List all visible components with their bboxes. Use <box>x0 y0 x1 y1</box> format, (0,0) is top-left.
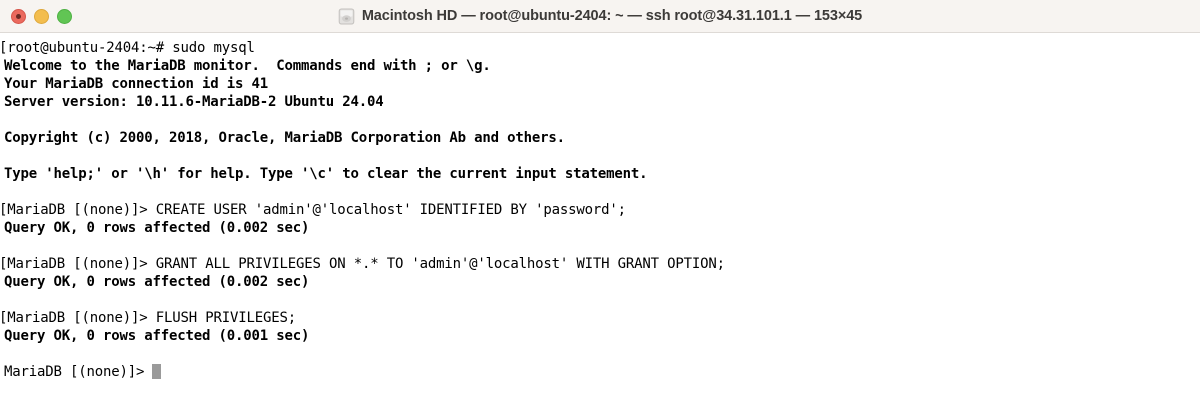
line-text: Server version: 10.11.6-MariaDB-2 Ubuntu… <box>4 94 384 110</box>
close-button[interactable] <box>11 8 26 24</box>
line-text: Your MariaDB connection id is 41 <box>4 76 268 92</box>
title-bar-center: Macintosh HD — root@ubuntu-2404: ~ — ssh… <box>0 0 1200 32</box>
zoom-button[interactable] <box>57 8 72 24</box>
line-blank-3 <box>0 183 1200 201</box>
window-controls <box>11 0 72 32</box>
window-title: Macintosh HD — root@ubuntu-2404: ~ — ssh… <box>361 8 863 24</box>
line-text: Welcome to the MariaDB monitor. Commands… <box>4 58 491 74</box>
line-cmd-flush: [MariaDB [(none)]> FLUSH PRIVILEGES; <box>0 309 1200 327</box>
line-text: root@ubuntu-2404:~# sudo mysql <box>7 40 255 56</box>
line-blank-4 <box>0 237 1200 255</box>
minimize-button[interactable] <box>34 8 49 24</box>
line-blank-2 <box>0 147 1200 165</box>
line-copyright: Copyright (c) 2000, 2018, Oracle, MariaD… <box>0 129 1200 147</box>
line-welcome: Welcome to the MariaDB monitor. Commands… <box>0 57 1200 75</box>
line-text: MariaDB [(none)]> GRANT ALL PRIVILEGES O… <box>7 256 725 272</box>
line-result-grant: Query OK, 0 rows affected (0.002 sec) <box>0 273 1200 291</box>
line-text: Type 'help;' or '\h' for help. Type '\c'… <box>4 166 648 182</box>
line-help-hint: Type 'help;' or '\h' for help. Type '\c'… <box>0 165 1200 183</box>
line-text: MariaDB [(none)]> FLUSH PRIVILEGES; <box>7 310 296 326</box>
line-text: Copyright (c) 2000, 2018, Oracle, MariaD… <box>4 130 565 146</box>
line-blank-5 <box>0 291 1200 309</box>
line-result-flush: Query OK, 0 rows affected (0.001 sec) <box>0 327 1200 345</box>
line-connection-id: Your MariaDB connection id is 41 <box>0 75 1200 93</box>
clipped-bracket: [ <box>0 256 7 272</box>
line-blank-6 <box>0 345 1200 363</box>
clipped-bracket: [ <box>0 40 7 56</box>
line-text: Query OK, 0 rows affected (0.001 sec) <box>4 328 310 344</box>
hard-disk-icon <box>338 7 355 26</box>
line-text: Query OK, 0 rows affected (0.002 sec) <box>4 220 310 236</box>
text-cursor <box>152 364 162 379</box>
line-text: Query OK, 0 rows affected (0.002 sec) <box>4 274 310 290</box>
line-result-create-user: Query OK, 0 rows affected (0.002 sec) <box>0 219 1200 237</box>
line-cmd-grant: [MariaDB [(none)]> GRANT ALL PRIVILEGES … <box>0 255 1200 273</box>
clipped-bracket: [ <box>0 310 7 326</box>
line-shell-prompt: [root@ubuntu-2404:~# sudo mysql <box>0 39 1200 57</box>
line-server-version: Server version: 10.11.6-MariaDB-2 Ubuntu… <box>0 93 1200 111</box>
line-cmd-create-user: [MariaDB [(none)]> CREATE USER 'admin'@'… <box>0 201 1200 219</box>
clipped-bracket: [ <box>0 202 7 218</box>
title-bar: Macintosh HD — root@ubuntu-2404: ~ — ssh… <box>0 0 1200 33</box>
line-text: MariaDB [(none)]> CREATE USER 'admin'@'l… <box>7 202 626 218</box>
line-active-prompt: MariaDB [(none)]> <box>0 363 1200 381</box>
line-blank-1 <box>0 111 1200 129</box>
line-text: MariaDB [(none)]> <box>4 364 153 380</box>
